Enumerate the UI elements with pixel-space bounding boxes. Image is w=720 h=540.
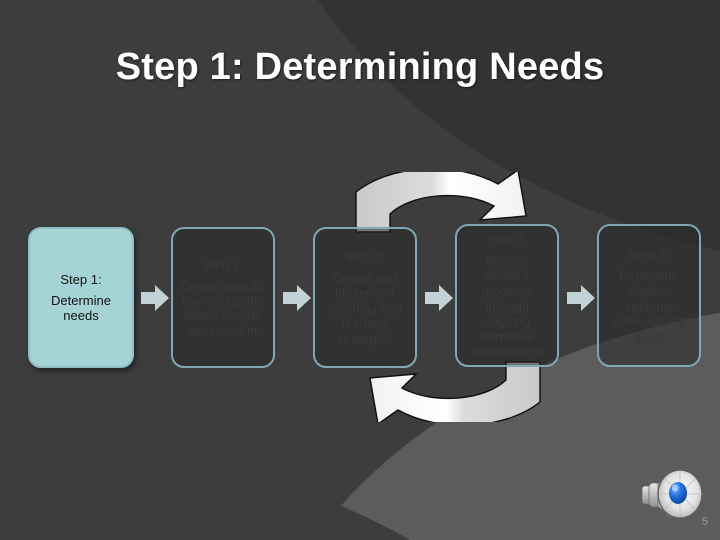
process-step-box-2[interactable]: Step 2: Create specific learning goals b… xyxy=(171,227,275,368)
process-step-box-1[interactable]: Step 1: Determine needs xyxy=(28,227,134,368)
step-3-heading: Step 3: xyxy=(344,249,386,265)
background-bottom-dark-wedge xyxy=(0,420,570,540)
right-arrow-icon xyxy=(567,285,595,311)
step-5-body: Determine whether students achieved the … xyxy=(612,268,686,344)
step-1-heading: Step 1: xyxy=(60,271,102,287)
process-step-box-3[interactable]: Step 3: Create and implement teaching an… xyxy=(313,227,417,368)
circular-cycle-arrow-icon xyxy=(355,172,541,422)
right-arrow-icon xyxy=(425,285,453,311)
step-4-body: Monitor student progress through ongoing… xyxy=(472,253,542,359)
speaker-sound-icon[interactable] xyxy=(640,466,706,522)
process-step-box-4[interactable]: Step 4: Monitor student progress through… xyxy=(455,224,559,367)
right-arrow-icon xyxy=(283,285,311,311)
step-3-body: Create and implement teaching and learni… xyxy=(327,270,403,346)
page-number: 5 xyxy=(701,516,709,528)
step-2-heading: Step 2: xyxy=(202,256,244,272)
step-5-heading: Step 5: xyxy=(628,247,670,263)
slide-title: Step 1: Determining Needs xyxy=(115,46,605,88)
step-2-body: Create specific learning goals based on … xyxy=(180,277,266,339)
process-step-box-5[interactable]: Step 5: Determine whether students achie… xyxy=(597,224,701,367)
background-bottom-band xyxy=(0,506,720,540)
step-1-body: Determine needs xyxy=(51,292,111,324)
step-4-heading: Step 4: xyxy=(486,232,528,248)
right-arrow-icon xyxy=(141,285,169,311)
